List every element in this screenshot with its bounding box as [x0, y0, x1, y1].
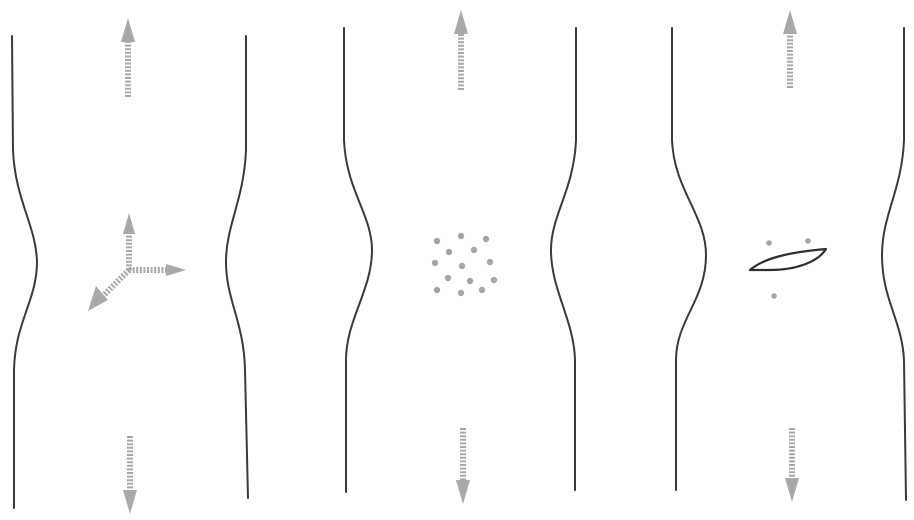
panel-1-right-edge	[226, 36, 248, 498]
panel-2	[344, 10, 576, 504]
voids-cluster	[432, 233, 497, 296]
panel-3	[672, 10, 906, 502]
tension-up-arrow	[454, 10, 468, 90]
tension-up-arrow	[121, 18, 135, 97]
panel-3-right-edge	[882, 28, 906, 500]
tension-up-arrow	[783, 10, 797, 88]
panel-2-right-edge	[551, 28, 576, 490]
panel-1-left-edge	[12, 36, 37, 508]
panel-2-left-edge	[344, 28, 372, 492]
tension-down-arrow	[456, 428, 470, 504]
crack-icon	[750, 238, 826, 299]
panel-3-left-edge	[672, 28, 706, 490]
panel-1	[12, 18, 248, 514]
tension-down-arrow	[785, 428, 799, 502]
tension-down-arrow	[123, 436, 137, 514]
strain-axes-icon	[88, 213, 186, 311]
